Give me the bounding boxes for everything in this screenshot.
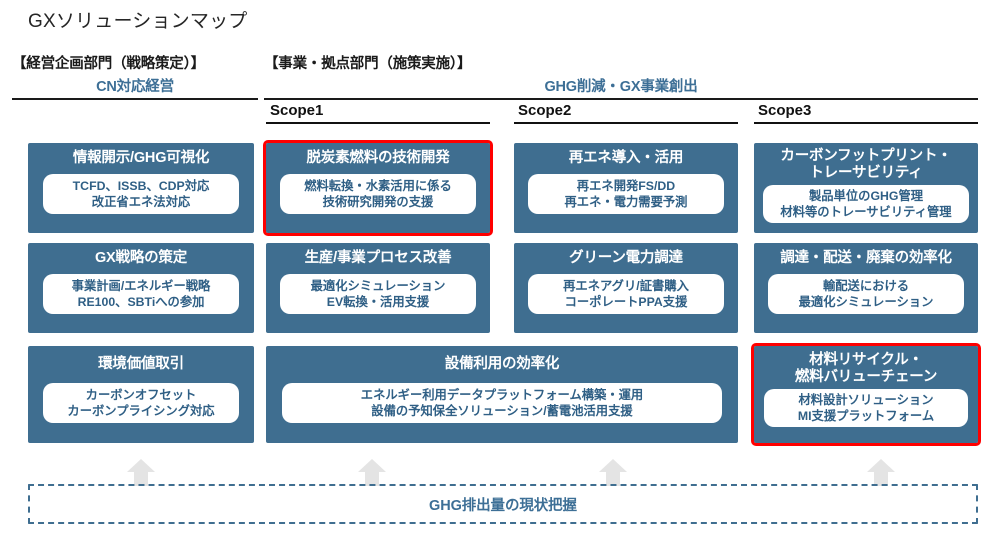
scope-3-label: Scope3 [758,102,812,119]
card-detail-pill: 再エネアグリ/証書購入 コーポレートPPA支援 [528,274,724,314]
group-right-subtitle: GHG削減・GX事業創出 [544,79,698,95]
group-header-management: 【経営企画部門（戦略策定）】 CN対応経営 [12,52,258,100]
card-title: 再エネ導入・活用 [568,150,684,166]
up-arrow-icon [357,458,387,486]
card-title: 情報開示/GHG可視化 [72,150,210,166]
card-title: 脱炭素燃料の技術開発 [306,150,450,166]
footer-label: GHG排出量の現状把握 [429,497,577,514]
scope-2-label: Scope2 [518,102,572,119]
scope-2-underline [514,122,738,124]
card-renewable-energy-adoption[interactable]: 再エネ導入・活用 再エネ開発FS/DD 再エネ・電力需要予測 [514,143,738,233]
card-title: 環境価値取引 [98,356,184,372]
scope-1-underline [266,122,490,124]
card-detail-pill: 製品単位のGHG管理 材料等のトレーサビリティ管理 [763,185,969,223]
card-detail-pill: 材料設計ソリューション MI支援プラットフォーム [764,389,968,427]
card-environmental-value-trading[interactable]: 環境価値取引 カーボンオフセット カーボンプライシング対応 [28,346,254,443]
card-title: 調達・配送・廃棄の効率化 [780,250,952,266]
card-disclosure-ghg-visualization[interactable]: 情報開示/GHG可視化 TCFD、ISSB、CDP対応 改正省エネ法対応 [28,143,254,233]
card-detail-pill: 燃料転換・水素活用に係る 技術研究開発の支援 [280,174,476,214]
scope-3-underline [754,122,978,124]
card-title: 材料リサイクル・ 燃料バリューチェーン [794,352,938,385]
card-gx-strategy-formulation[interactable]: GX戦略の策定 事業計画/エネルギー戦略 RE100、SBTiへの参加 [28,243,254,333]
card-detail-pill: 事業計画/エネルギー戦略 RE100、SBTiへの参加 [43,274,239,314]
up-arrow-icon [598,458,628,486]
footer-baseline-band: GHG排出量の現状把握 [28,484,978,524]
group-header-business: 【事業・拠点部門（施策実施）】 GHG削減・GX事業創出 [264,52,978,100]
card-detail-pill: 最適化シミュレーション EV転換・活用支援 [280,274,476,314]
group-right-underline [264,98,978,100]
card-title: カーボンフットプリント・ トレーサビリティ [780,148,952,181]
card-detail-pill: 輸配送における 最適化シミュレーション [768,274,964,314]
scope-header-1: Scope1 [266,100,490,130]
page-title: GXソリューションマップ [28,11,248,32]
card-detail-pill: 再エネ開発FS/DD 再エネ・電力需要予測 [528,174,724,214]
card-decarbonized-fuel-tech[interactable]: 脱炭素燃料の技術開発 燃料転換・水素活用に係る 技術研究開発の支援 [263,140,493,236]
card-green-power-procurement[interactable]: グリーン電力調達 再エネアグリ/証書購入 コーポレートPPA支援 [514,243,738,333]
card-equipment-utilization-efficiency[interactable]: 設備利用の効率化 エネルギー利用データプラットフォーム構築・運用 設備の予知保全… [266,346,738,443]
card-title: GX戦略の策定 [94,250,188,266]
card-detail-pill: エネルギー利用データプラットフォーム構築・運用 設備の予知保全ソリューション/蓄… [282,383,722,423]
scope-1-label: Scope1 [270,102,324,119]
card-material-recycle-fuel-value-chain[interactable]: 材料リサイクル・ 燃料バリューチェーン 材料設計ソリューション MI支援プラット… [751,343,981,446]
card-detail-pill: カーボンオフセット カーボンプライシング対応 [43,383,239,423]
up-arrow-icon [126,458,156,486]
card-carbon-footprint-traceability[interactable]: カーボンフットプリント・ トレーサビリティ 製品単位のGHG管理 材料等のトレー… [754,143,978,233]
up-arrow-icon [866,458,896,486]
scope-header-3: Scope3 [754,100,978,130]
group-left-subtitle: CN対応経営 [96,79,174,95]
group-left-department: 【経営企画部門（戦略策定）】 [12,56,205,72]
group-left-underline [12,98,258,100]
card-procurement-logistics-efficiency[interactable]: 調達・配送・廃棄の効率化 輸配送における 最適化シミュレーション [754,243,978,333]
card-title: 生産/事業プロセス改善 [304,250,452,266]
card-title: 設備利用の効率化 [444,356,560,372]
card-detail-pill: TCFD、ISSB、CDP対応 改正省エネ法対応 [43,174,239,214]
group-right-department: 【事業・拠点部門（施策実施）】 [264,56,472,72]
card-title: グリーン電力調達 [569,250,683,266]
card-production-process-improvement[interactable]: 生産/事業プロセス改善 最適化シミュレーション EV転換・活用支援 [266,243,490,333]
scope-header-2: Scope2 [514,100,738,130]
